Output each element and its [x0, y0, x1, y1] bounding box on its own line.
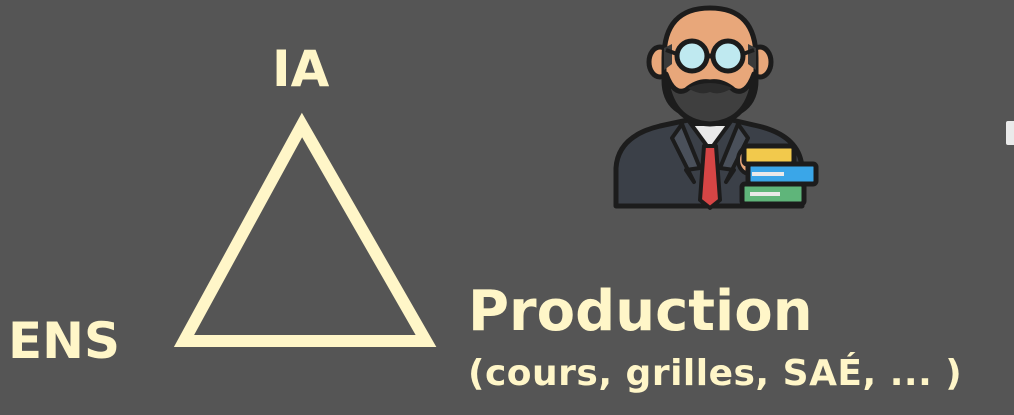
teacher-with-books-icon [600, 0, 820, 215]
label-production-details: (cours, grilles, SAÉ, ... ) [468, 356, 962, 392]
clipped-edge-mark [1006, 121, 1014, 145]
label-production: Production [468, 284, 813, 340]
label-ens: ENS [8, 316, 120, 366]
